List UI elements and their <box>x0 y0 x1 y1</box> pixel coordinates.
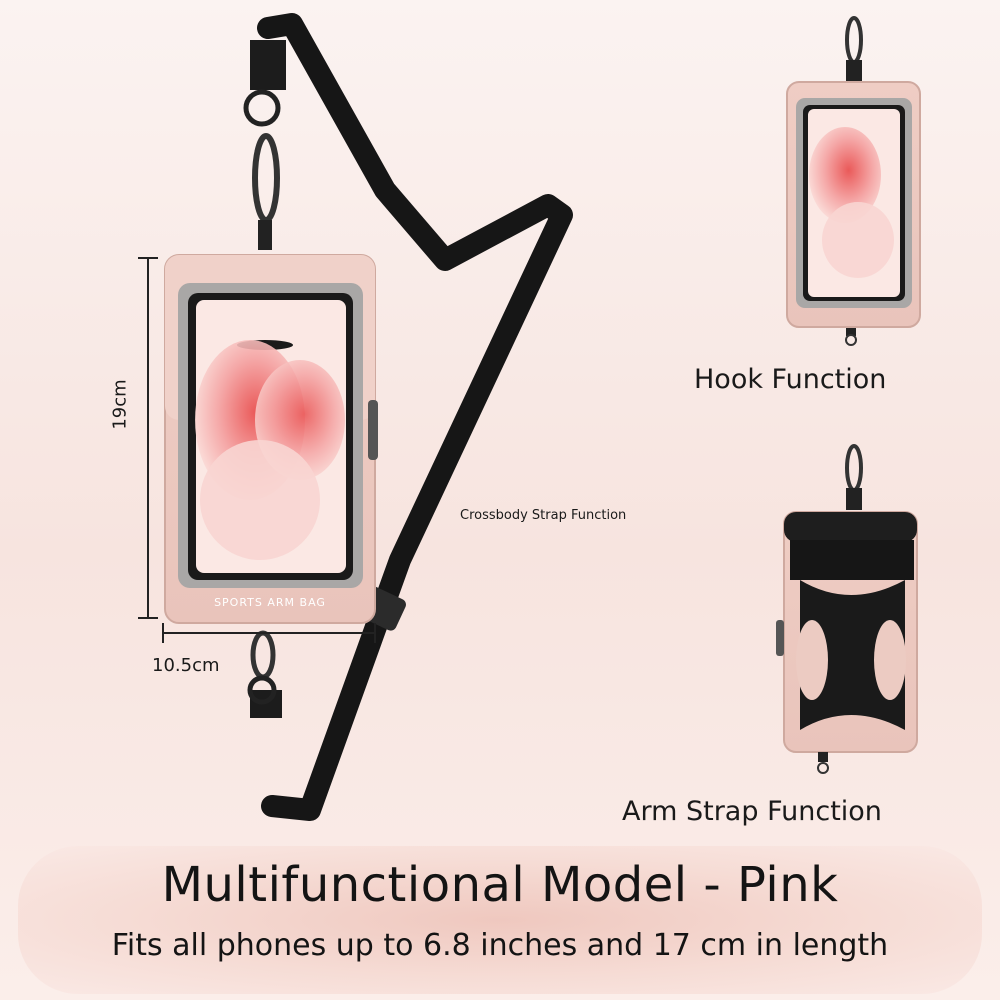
title-banner <box>18 846 982 994</box>
hook-carabiner-icon <box>845 16 863 64</box>
arm-zipper-icon <box>776 620 784 656</box>
hook-function-label: Hook Function <box>694 364 887 395</box>
zipper-icon <box>368 400 378 460</box>
width-dimension-label: 10.5cm <box>152 655 220 676</box>
dimension-lines <box>138 257 376 643</box>
carabiner-icon <box>243 89 281 250</box>
banner-subtitle: Fits all phones up to 6.8 inches and 17 … <box>111 928 889 963</box>
height-dimension-label: 19cm <box>109 379 131 430</box>
arm-strap-function-bag <box>776 444 918 774</box>
bag-print: SPORTS ARM BAG <box>214 596 326 609</box>
arm-carabiner-icon <box>845 444 863 492</box>
crossbody-strap-function-label: Crossbody Strap Function <box>460 508 627 523</box>
banner-title: Multifunctional Model - Pink <box>161 857 839 913</box>
main-bag: SPORTS ARM BAG <box>164 254 378 624</box>
arm-band <box>800 580 905 730</box>
hook-function-bag <box>786 16 921 346</box>
strap-top-loop <box>250 40 286 90</box>
arm-band-top <box>790 540 914 580</box>
arm-strap-function-label: Arm Strap Function <box>622 796 882 827</box>
